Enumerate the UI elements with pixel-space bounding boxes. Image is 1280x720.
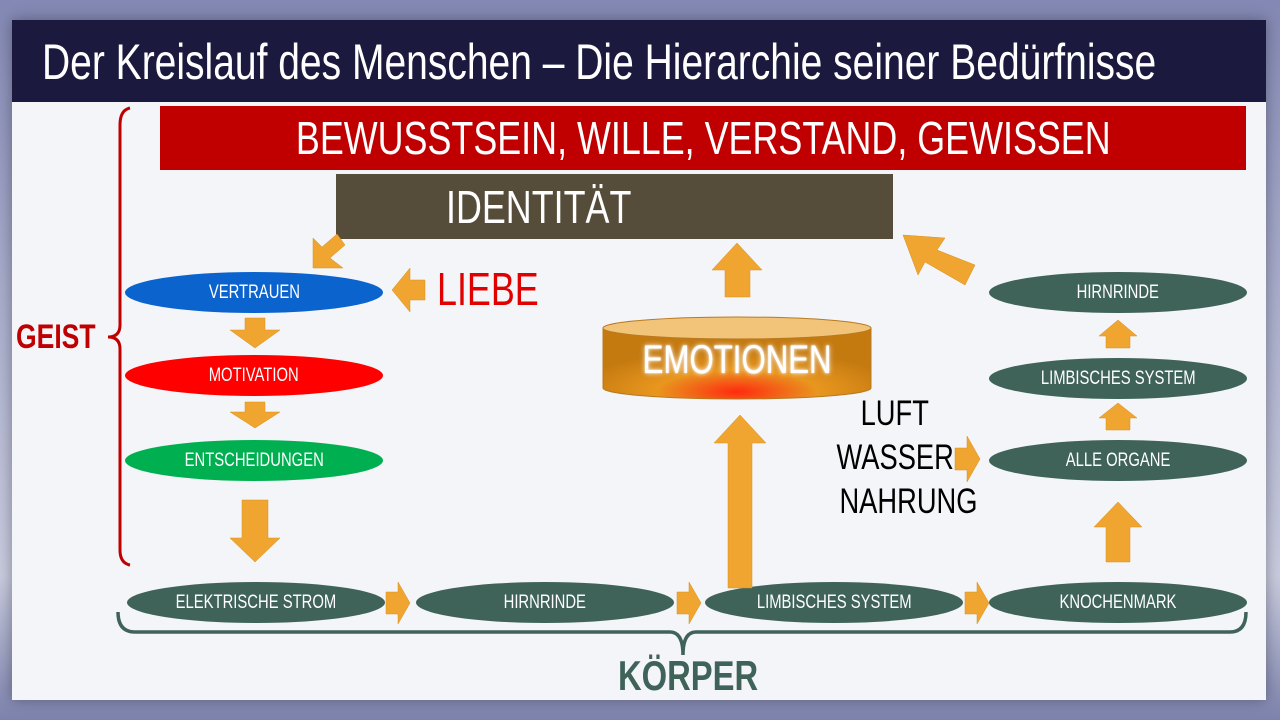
arrow-body-1: [385, 581, 411, 625]
identity-box: IDENTITÄT: [336, 174, 893, 239]
consciousness-bar: BEWUSSTSEIN, WILLE, VERSTAND, GEWISSEN: [160, 106, 1246, 170]
arrow-inputs-to-organs: [954, 435, 981, 483]
input-luft: LUFT: [860, 394, 930, 433]
node-alle-organe: ALLE ORGANE: [989, 440, 1247, 481]
liebe-label: LIEBE: [437, 263, 539, 315]
koerper-brace: [116, 611, 1248, 656]
title-bar: [12, 20, 1266, 102]
arrow-up-right-1: [1098, 319, 1138, 349]
cylinder-shape: [602, 316, 872, 400]
emotions-label: EMOTIONEN: [642, 338, 832, 382]
node-knochenmark: KNOCHENMARK: [989, 582, 1247, 623]
arrow-liebe: [391, 267, 426, 313]
koerper-label: KÖRPER: [618, 652, 759, 699]
arrow-down-2: [229, 401, 281, 429]
node-elektrische-strom: ELEKTRISCHE STROM: [127, 582, 385, 623]
arrow-up-right-3: [1093, 501, 1143, 563]
arrow-emotions-to-identity: [711, 242, 763, 298]
node-limbisches-system-right: LIMBISCHES SYSTEM: [989, 358, 1247, 399]
node-entscheidungen: ENTSCHEIDUNGEN: [125, 440, 383, 481]
inputs-text: LUFT WASSER NAHRUNG: [820, 392, 978, 524]
arrow-down-3: [229, 499, 281, 563]
arrow-body-3: [964, 581, 990, 625]
node-hirnrinde-right: HIRNRINDE: [989, 272, 1247, 313]
emotions-cylinder: EMOTIONEN: [602, 316, 872, 400]
arrow-up-right-2: [1098, 402, 1138, 431]
node-hirnrinde-body: HIRNRINDE: [416, 582, 674, 623]
node-vertrauen: VERTRAUEN: [125, 272, 383, 313]
slide-title: Der Kreislauf des Menschen – Die Hierarc…: [42, 34, 1157, 90]
node-limbisches-system-body: LIMBISCHES SYSTEM: [705, 582, 963, 623]
input-nahrung: NAHRUNG: [839, 482, 978, 521]
arrow-down-1: [229, 317, 281, 349]
input-wasser: WASSER: [836, 438, 954, 477]
arrow-body-to-emotions: [713, 414, 767, 589]
node-motivation: MOTIVATION: [125, 355, 383, 396]
arrow-identity-to-vertrauen: [312, 233, 346, 269]
geist-label: GEIST: [16, 318, 96, 356]
geist-brace: [107, 106, 131, 567]
arrow-right-to-identity: [902, 234, 976, 286]
arrow-body-2: [676, 581, 702, 625]
